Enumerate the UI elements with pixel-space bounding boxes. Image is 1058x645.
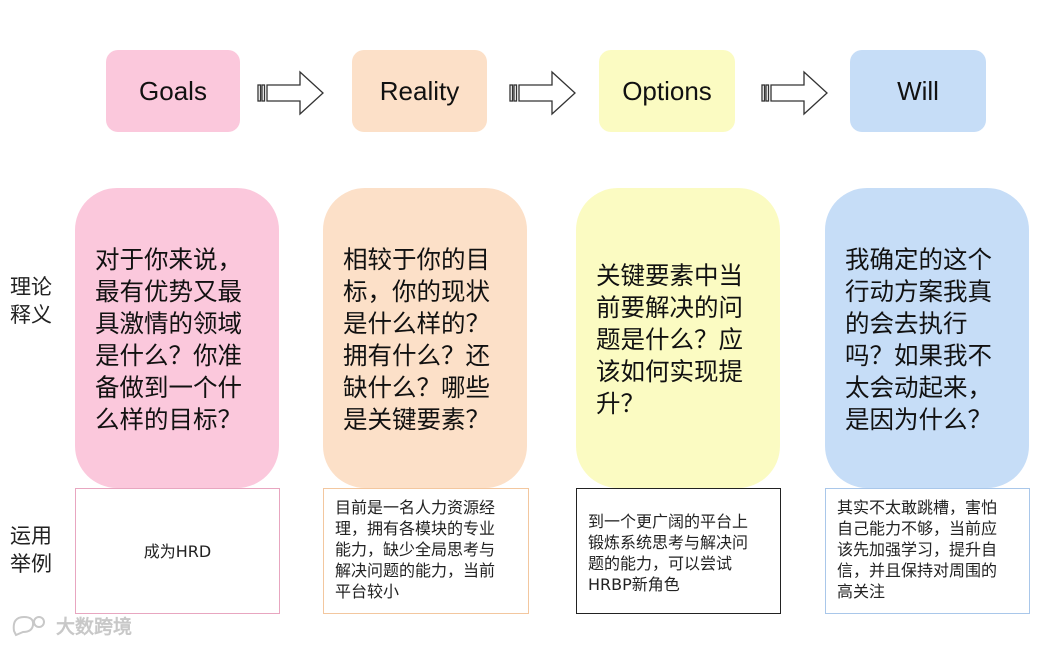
header-label: Reality — [379, 75, 460, 106]
card-line: 对于你来说， — [95, 245, 242, 274]
example-line: 解决问题的能力，当前 — [335, 561, 496, 580]
theory-card-will: 我确定的这个 行动方案我真 的会去执行 吗？如果我不 太会动起来， 是因为什么？ — [825, 188, 1029, 488]
row-label-line: 理论 — [10, 275, 52, 299]
card-line: 标，你的现状 — [343, 277, 490, 306]
card-line: 备做到一个什 — [95, 373, 242, 402]
example-line: 其实不太敢跳槽，害怕 — [837, 498, 998, 517]
card-line: 吗？如果我不 — [845, 341, 992, 370]
card-line: 缺什么？哪些 — [343, 373, 490, 402]
arrow-right-icon — [257, 70, 324, 116]
card-line: 是因为什么？ — [845, 405, 992, 434]
watermark-text: 大数跨境 — [56, 615, 133, 638]
header-label: Options — [622, 75, 712, 106]
example-box-will: 其实不太敢跳槽，害怕 自己能力不够，当前应 该先加强学习，提升自 信，并且保持对… — [825, 488, 1030, 614]
example-line: 能力，缺少全局思考与 — [335, 540, 496, 559]
example-line: 高关注 — [837, 582, 886, 601]
example-line: 题的能力，可以尝试 — [588, 554, 733, 573]
example-line: 信，并且保持对周围的 — [837, 561, 998, 580]
header-goals: Goals — [106, 50, 240, 132]
row-label-line: 举例 — [10, 552, 52, 576]
card-line: 我确定的这个 — [845, 245, 992, 274]
theory-card-options: 关键要素中当 前要解决的问 题是什么？应 该如何实现提 升？ — [576, 188, 780, 488]
example-box-reality: 目前是一名人力资源经 理，拥有各模块的专业 能力，缺少全局思考与 解决问题的能力… — [323, 488, 529, 614]
header-label: Will — [897, 75, 939, 106]
row-label-theory: 理论 释义 — [10, 273, 62, 329]
example-line: 成为HRD — [143, 541, 212, 561]
card-line: 么样的目标？ — [95, 405, 242, 434]
card-line: 是什么样的？ — [343, 309, 490, 338]
card-line: 升？ — [596, 389, 645, 418]
example-line: 该先加强学习，提升自 — [837, 540, 998, 559]
header-reality: Reality — [352, 50, 487, 132]
example-line: 平台较小 — [335, 582, 400, 601]
chat-bubble-icon — [12, 615, 45, 637]
arrow-right-icon — [509, 70, 576, 116]
example-line: 到一个更广阔的平台上 — [588, 512, 749, 531]
example-box-goals: 成为HRD — [75, 488, 280, 614]
card-line: 相较于你的目 — [343, 245, 490, 274]
row-label-example: 运用 举例 — [10, 522, 62, 578]
theory-card-goals: 对于你来说， 最有优势又最 具激情的领域 是什么？你准 备做到一个什 么样的目标… — [75, 188, 279, 488]
card-line: 具激情的领域 — [95, 309, 242, 338]
card-line: 太会动起来， — [845, 373, 992, 402]
card-line: 行动方案我真 — [845, 277, 992, 306]
card-line: 的会去执行 — [845, 309, 968, 338]
arrow-right-icon — [761, 70, 828, 116]
card-line: 拥有什么？还 — [343, 341, 490, 370]
example-line: 目前是一名人力资源经 — [335, 498, 496, 517]
header-options: Options — [599, 50, 735, 132]
example-line: 理，拥有各模块的专业 — [335, 519, 496, 538]
card-line: 关键要素中当 — [596, 261, 743, 290]
card-line: 该如何实现提 — [596, 357, 743, 386]
card-line: 是关键要素？ — [343, 405, 490, 434]
header-label: Goals — [139, 75, 207, 106]
card-line: 前要解决的问 — [596, 293, 743, 322]
watermark: 大数跨境 — [10, 610, 132, 640]
row-label-line: 运用 — [10, 524, 52, 548]
card-line: 是什么？你准 — [95, 341, 242, 370]
theory-card-reality: 相较于你的目 标，你的现状 是什么样的？ 拥有什么？还 缺什么？哪些 是关键要素… — [323, 188, 527, 488]
example-line: 自己能力不够，当前应 — [837, 519, 998, 538]
card-line: 最有优势又最 — [95, 277, 242, 306]
header-will: Will — [850, 50, 986, 132]
example-line: HRBP新角色 — [588, 575, 680, 594]
card-line: 题是什么？应 — [596, 325, 743, 354]
example-box-options: 到一个更广阔的平台上 锻炼系统思考与解决问 题的能力，可以尝试 HRBP新角色 — [576, 488, 781, 614]
row-label-line: 释义 — [10, 303, 52, 327]
example-line: 锻炼系统思考与解决问 — [588, 533, 749, 552]
